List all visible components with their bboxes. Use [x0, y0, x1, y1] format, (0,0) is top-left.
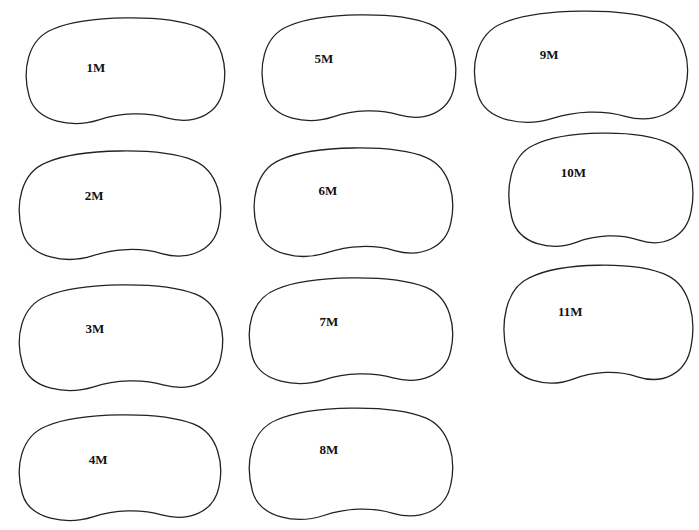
kidney-outline: [505, 130, 695, 250]
kidney-shape: 2M: [15, 148, 223, 263]
kidney-shape: 10M: [505, 130, 695, 250]
kidney-shape: 1M: [22, 15, 227, 127]
kidney-outline: [245, 405, 455, 523]
kidney-outline: [250, 145, 455, 260]
kidney-outline: [15, 148, 223, 263]
shape-label: 11M: [558, 304, 583, 320]
kidney-outline: [470, 8, 690, 126]
shape-label: 3M: [85, 321, 104, 337]
shape-label: 7M: [320, 314, 339, 330]
kidney-shape: 11M: [500, 262, 695, 387]
kidney-outline: [500, 262, 695, 387]
kidney-shape: 8M: [245, 405, 455, 523]
shape-label: 9M: [540, 47, 559, 63]
kidney-shape: 4M: [15, 412, 223, 524]
shape-label: 5M: [315, 51, 334, 67]
shape-label: 8M: [320, 442, 339, 458]
kidney-outline: [22, 15, 227, 127]
kidney-outline: [245, 275, 455, 387]
kidney-shape: 7M: [245, 275, 455, 387]
kidney-shape: 3M: [15, 282, 225, 394]
kidney-outline: [15, 412, 223, 524]
kidney-shape: 6M: [250, 145, 455, 260]
shape-label: 1M: [86, 60, 105, 76]
kidney-shape: 5M: [258, 12, 458, 124]
shape-label: 10M: [561, 165, 586, 181]
shape-label: 2M: [85, 188, 104, 204]
kidney-shape: 9M: [470, 8, 690, 126]
shape-label: 6M: [319, 183, 338, 199]
shape-label: 4M: [89, 452, 108, 468]
kidney-outline: [15, 282, 225, 394]
kidney-outline: [258, 12, 458, 124]
